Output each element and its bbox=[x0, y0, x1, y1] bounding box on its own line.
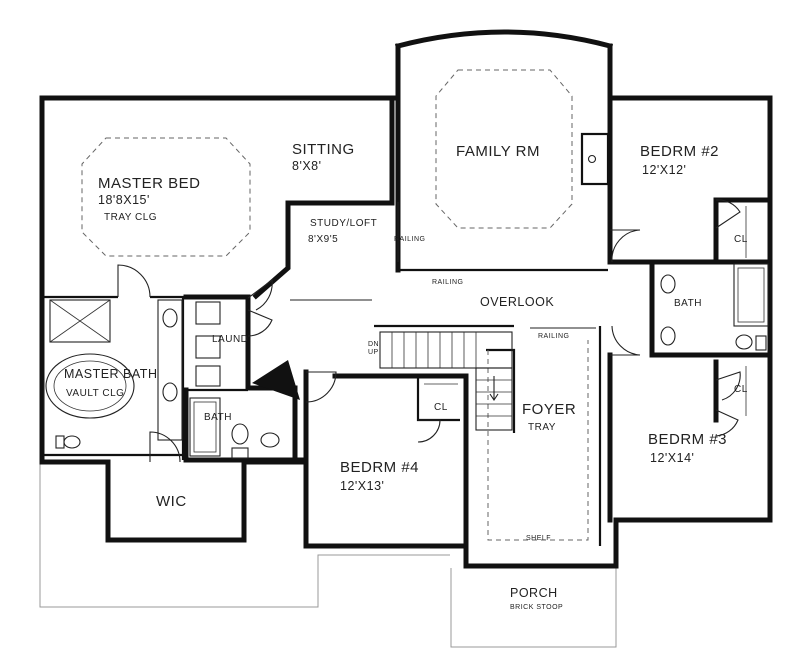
railing-stair: RAILING bbox=[538, 333, 570, 340]
laund-label: LAUND bbox=[212, 334, 248, 345]
railing-family-bottom: RAILING bbox=[432, 279, 464, 286]
shelf-label: SHELF bbox=[526, 535, 551, 542]
master-bath-label: MASTER BATH bbox=[64, 367, 157, 381]
stair-dn: DN bbox=[368, 341, 379, 348]
bedrm4-label: BEDRM #4 bbox=[340, 459, 419, 476]
porch-note: BRICK STOOP bbox=[510, 604, 563, 611]
windows bbox=[43, 99, 769, 549]
bedrm2-label: BEDRM #2 bbox=[640, 143, 719, 160]
foyer-note: TRAY bbox=[528, 422, 556, 433]
bedrm3-size: 12'X14' bbox=[650, 451, 694, 465]
master-bed-note: TRAY CLG bbox=[104, 212, 157, 223]
bedrm3-label: BEDRM #3 bbox=[648, 431, 727, 448]
cl-bed3-label: CL bbox=[734, 384, 748, 395]
bath-hall-label: BATH bbox=[204, 412, 232, 423]
cl-bed2-label: CL bbox=[734, 234, 748, 245]
bedrm4-size: 12'X13' bbox=[340, 479, 384, 493]
exterior-outline bbox=[39, 459, 617, 648]
master-bed-size: 18'8X15' bbox=[98, 193, 150, 207]
room-labels: MASTER BED 18'8X15' TRAY CLG SITTING 8'X… bbox=[64, 141, 748, 611]
study-loft-size: 8'X9'5 bbox=[308, 234, 338, 245]
fixtures bbox=[45, 202, 769, 459]
exterior-walls bbox=[39, 29, 773, 569]
railing-family-side: RAILING bbox=[394, 236, 426, 243]
sitting-size: 8'X8' bbox=[292, 159, 322, 173]
sitting-label: SITTING bbox=[292, 141, 355, 158]
overlook-label: OVERLOOK bbox=[480, 295, 554, 309]
annotation-labels: OVERLOOK RAILING RAILING RAILING DN UP S… bbox=[368, 236, 570, 542]
master-bath-note: VAULT CLG bbox=[66, 388, 124, 399]
cl-bed4-label: CL bbox=[434, 402, 448, 413]
interior-walls bbox=[42, 95, 773, 549]
master-bed-label: MASTER BED bbox=[98, 175, 201, 192]
stair-up: UP bbox=[368, 349, 379, 356]
staircase bbox=[379, 331, 513, 431]
wic-label: WIC bbox=[156, 493, 187, 510]
foyer-label: FOYER bbox=[522, 401, 576, 418]
ceiling-outlines bbox=[81, 69, 589, 541]
bedrm2-size: 12'X12' bbox=[642, 163, 686, 177]
study-loft-label: STUDY/LOFT bbox=[310, 218, 377, 229]
bath-right-label: BATH bbox=[674, 298, 702, 309]
family-rm-label: FAMILY RM bbox=[456, 143, 540, 160]
porch-label: PORCH bbox=[510, 586, 558, 600]
doors bbox=[117, 199, 741, 463]
